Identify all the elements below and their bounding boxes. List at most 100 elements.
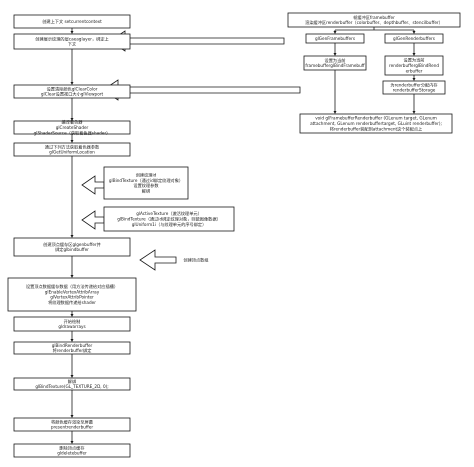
text-line: 设置为当前 — [404, 57, 425, 64]
text-line: 设置顶点数据缓存数据（用方法传递给对应插槽） — [26, 283, 118, 290]
hollow-arrow-vertex-data — [139, 249, 177, 271]
text-line: 绑定glbindbuffer — [55, 246, 89, 253]
node-step6: 创建顶点缓存区glgenbuffer并绑定glbindbuffer — [13, 237, 131, 257]
text-line: 创建上下文 setcurrentcontext — [42, 18, 102, 25]
text-line: void glFramebufferRenderbuffer (GLenum t… — [315, 116, 437, 121]
node-step2-text: 创建展示纹理的层caeaglayer，绑定上下文 — [35, 35, 108, 47]
text-line: 创建展示纹理的层caeaglayer，绑定上 — [35, 35, 108, 42]
text-line: glGenFramebuffers — [315, 36, 355, 41]
text-line: 将纹理数据传递给shader — [48, 299, 96, 306]
callout-active-texture-text: glActiveTexture（激活纹理单元）glBindTexture（通过i… — [117, 210, 221, 228]
text-line: glBindRenderbuffer — [52, 343, 93, 348]
text-line: renderbufferStorage — [393, 88, 436, 93]
text-line: 开始绘制 — [64, 318, 81, 325]
text-line: renderbufferglBindRend — [389, 63, 439, 68]
node-step1: 创建上下文 setcurrentcontext — [13, 14, 131, 29]
text-line: 创建纹理id — [136, 172, 157, 179]
text-line: erbuffer — [406, 68, 423, 73]
node-step7: 设置顶点数据缓存数据（用方法传递给对应插槽）glEnableVertexAttr… — [7, 277, 137, 312]
text-line: 为renderbuffer分配内存 — [390, 81, 437, 88]
text-line: 删除顶点缓存 — [59, 444, 84, 451]
node-gen-renderbuffers-text: glGenRenderbuffers — [393, 36, 435, 41]
node-step1-text: 创建上下文 setcurrentcontext — [42, 18, 102, 25]
text-line: 将颜色缓存渲染至屏幕 — [51, 418, 94, 425]
text-line: 设置纹理参数 — [133, 182, 159, 189]
text-line: 解绑 — [68, 378, 76, 385]
node-step6-text: 创建顶点缓存区glgenbuffer并绑定glbindbuffer — [43, 241, 101, 253]
hollow-arrow-texture — [81, 175, 105, 195]
hollow-arrow-active-texture — [81, 210, 105, 230]
text-line: gldeletebuffer — [57, 451, 87, 456]
text-line: glCreateShader — [56, 125, 89, 130]
hollow-arrow-attach — [102, 79, 301, 101]
right-connectors — [333, 27, 416, 114]
node-gen-framebuffers: glGenFramebuffers — [305, 33, 365, 44]
text-line: 通过下列方法获取着色器参数 — [45, 143, 100, 150]
text-line: glBindTexture（通过id绑定纹理对象） — [109, 177, 183, 184]
text-line: glShaderSource（获取着色器shader） — [34, 129, 111, 136]
text-line: gldrawarrays — [58, 324, 85, 329]
callout-vertex-data-text: 创建顶点数组 — [183, 257, 208, 264]
text-line: 解绑 — [142, 187, 150, 194]
text-line: glBindTexture（通过id绑定纹理对象，则能图像数据） — [117, 216, 221, 223]
node-gen-renderbuffers: glGenRenderbuffers — [384, 33, 444, 44]
hollow-arrows — [81, 30, 301, 271]
hollow-arrow-framebuffer — [109, 30, 285, 52]
text-line: 创建顶点数组 — [183, 257, 208, 264]
text-line: glActiveTexture（激活纹理单元） — [136, 210, 202, 217]
text-line: presentrenderbuffer — [51, 425, 94, 430]
node-step7-text: 设置顶点数据缓存数据（用方法传递给对应插槽）glEnableVertexAttr… — [26, 283, 118, 306]
callout-vertex-data: 创建顶点数组 — [183, 257, 208, 264]
text-line: glEnableVertexAttribArray — [45, 289, 100, 294]
text-line: 创建顶点缓存区glgenbuffer并 — [43, 241, 101, 248]
text-line: 设置为当前 — [325, 57, 346, 64]
node-step2: 创建展示纹理的层caeaglayer，绑定上下文 — [13, 33, 131, 50]
node-framebuffer-renderbuffer-text: void glFramebufferRenderbuffer (GLenum t… — [310, 116, 442, 133]
text-line: glClear设置视口大小glViewport — [41, 91, 104, 98]
text-line: 编译着色器 — [62, 119, 84, 126]
text-line: 帧缓冲区framebuffer — [353, 14, 395, 21]
text-line: glUniform1i（与纹理单元的序号绑定） — [132, 221, 207, 228]
text-line: glGetUniformLocation — [49, 150, 95, 155]
text-line: 将renderbuffer绑定 — [53, 347, 92, 354]
text-line: glGenRenderbuffers — [393, 36, 435, 41]
text-line: glVertexAttribPointer — [50, 295, 94, 300]
text-line: attachment, GLenum renderbuffertarget, G… — [310, 121, 442, 126]
text-line: 渲染缓冲区renderbuffer（colorbuffer、depthbuffe… — [305, 19, 443, 26]
text-line: framebufferglBindFramebuff — [305, 63, 364, 68]
text-line: 设置清除颜色glClearColor — [47, 85, 98, 92]
text-line: 下文 — [68, 41, 77, 48]
callout-active-texture: glActiveTexture（激活纹理单元）glBindTexture（通过i… — [103, 206, 235, 232]
text-line: glBindTexture(GL_TEXTURE_2D, 0); — [35, 384, 108, 389]
node-gen-framebuffers-text: glGenFramebuffers — [315, 36, 355, 41]
text-line: 将renderbuffer装配到attachment这个装配点上 — [330, 125, 423, 132]
left-connectors — [70, 28, 74, 444]
